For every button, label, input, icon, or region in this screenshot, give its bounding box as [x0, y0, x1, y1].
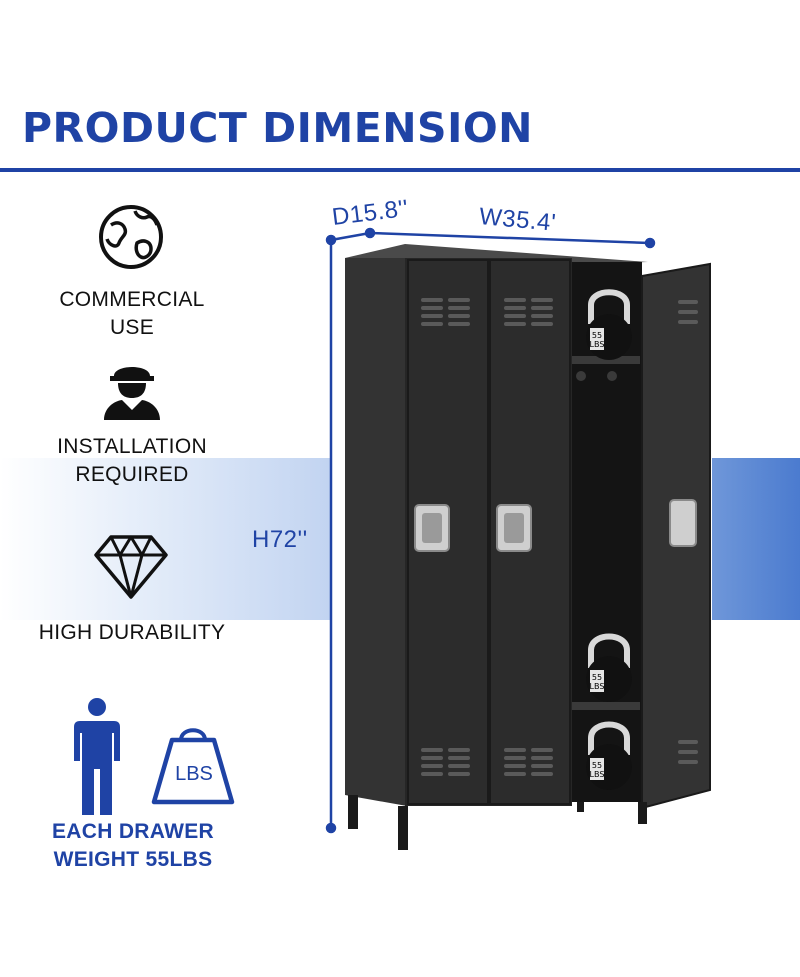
kettlebell-label-weight: 55	[592, 331, 602, 340]
kettlebell-labels: 55 LBS 55 LBS 55 LBS	[590, 328, 605, 780]
page-title: PRODUCT DIMENSION	[22, 104, 533, 152]
weight-icon	[151, 728, 235, 805]
feature-installation-required: INSTALLATION REQUIRED	[2, 433, 262, 489]
person-icon	[74, 698, 120, 815]
feature-label-line1: EACH DRAWER	[52, 820, 214, 843]
locker-handles	[414, 499, 697, 552]
locker-vents	[421, 298, 698, 776]
feature-label-line1: HIGH DURABILITY	[38, 621, 226, 644]
kettlebell-label-unit: LBS	[590, 682, 605, 691]
height-dimension-label: H72''	[252, 526, 308, 553]
kettlebell-label-weight: 55	[592, 673, 602, 682]
locker-illustration: 55 LBS 55 LBS 55 LBS	[325, 227, 711, 850]
worker-icon	[104, 367, 160, 420]
kettlebell-label-unit: LBS	[590, 340, 605, 349]
feature-high-durability: HIGH DURABILITY	[2, 619, 262, 647]
weight-badge-label: LBS	[175, 763, 213, 785]
background-band-left	[0, 458, 330, 620]
title-divider	[0, 168, 800, 172]
kettlebell-label-weight: 55	[592, 761, 602, 770]
globe-icon	[99, 205, 163, 269]
feature-drawer-weight: EACH DRAWER WEIGHT 55LBS	[18, 818, 248, 874]
feature-label-line2: REQUIRED	[75, 463, 189, 486]
feature-label-line1: INSTALLATION	[57, 435, 207, 458]
feature-commercial-use: COMMERCIAL USE	[2, 286, 262, 342]
diamond-icon	[94, 535, 168, 599]
kettlebell-label-unit: LBS	[590, 770, 605, 779]
locker-hooks	[576, 371, 617, 381]
feature-label-line2: WEIGHT 55LBS	[53, 848, 213, 871]
feature-label-line2: USE	[109, 316, 155, 339]
feature-label-line1: COMMERCIAL	[59, 288, 205, 311]
background-band-right	[712, 458, 800, 620]
dimension-lines	[325, 227, 656, 834]
